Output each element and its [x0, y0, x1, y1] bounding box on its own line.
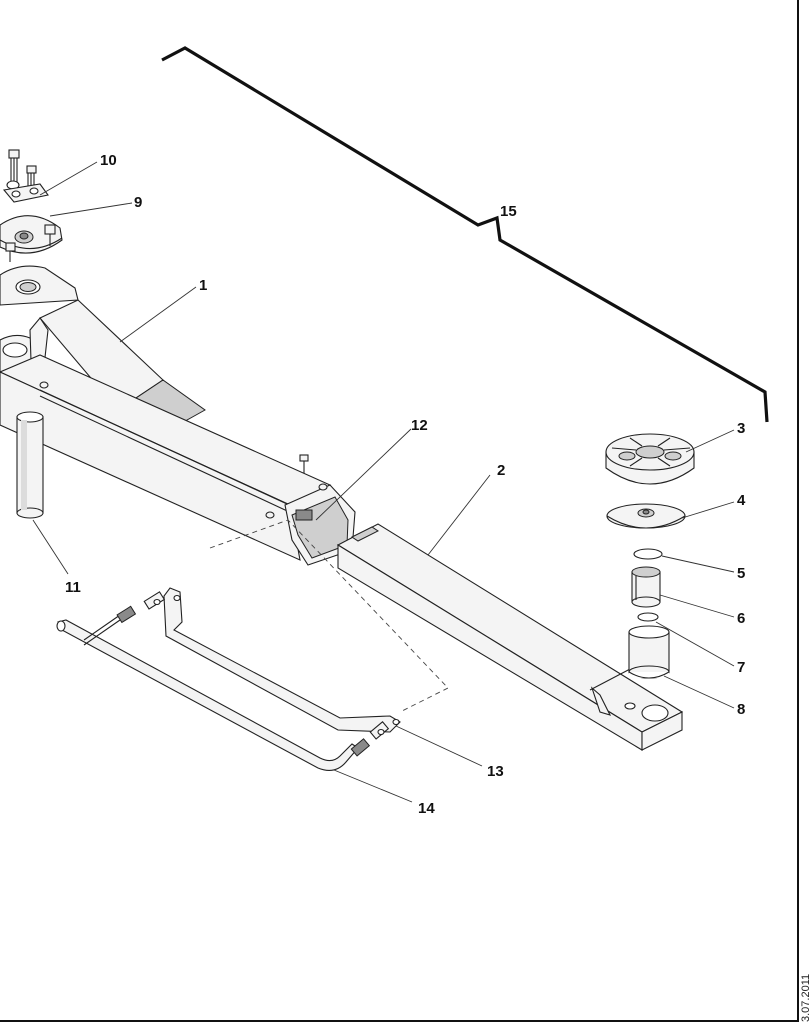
- callout-7: 7: [737, 659, 745, 676]
- callout-8: 8: [737, 701, 745, 718]
- support-cylinder: [16, 411, 44, 519]
- retaining-ring-lower: [637, 612, 659, 622]
- date-stamp: 3.07.2011: [800, 973, 811, 1022]
- mounting-plate: [0, 215, 63, 262]
- leader-lines: [32, 161, 735, 803]
- callout-2: 2: [497, 462, 505, 479]
- swing-arm: [0, 265, 356, 566]
- callout-14: 14: [418, 800, 435, 817]
- callout-3: 3: [737, 420, 745, 437]
- callout-1: 1: [199, 277, 207, 294]
- callout-10: 10: [100, 152, 117, 169]
- callout-13: 13: [487, 763, 504, 780]
- bent-bar: [56, 591, 390, 771]
- callout-12: 12: [411, 417, 428, 434]
- sleeve: [628, 625, 670, 679]
- assembly-bracket: [161, 46, 769, 423]
- threaded-spindle: [631, 566, 661, 608]
- callout-4: 4: [737, 492, 746, 509]
- callout-11: 11: [65, 579, 81, 596]
- dashed-assembly-line: [209, 519, 449, 713]
- frame-border-right: [797, 0, 799, 1022]
- callout-6: 6: [737, 610, 745, 627]
- extension-arm: [336, 523, 684, 751]
- callout-9: 9: [134, 194, 142, 211]
- rubber-pad: [605, 433, 695, 485]
- frame-border-bottom: [0, 1020, 799, 1022]
- callout-5: 5: [737, 565, 745, 582]
- retaining-ring-upper: [633, 548, 663, 560]
- callout-15: 15: [500, 203, 517, 220]
- pad-disk: [606, 503, 686, 529]
- linkage-rod: [163, 587, 401, 733]
- bolts-and-washers: [2, 149, 49, 203]
